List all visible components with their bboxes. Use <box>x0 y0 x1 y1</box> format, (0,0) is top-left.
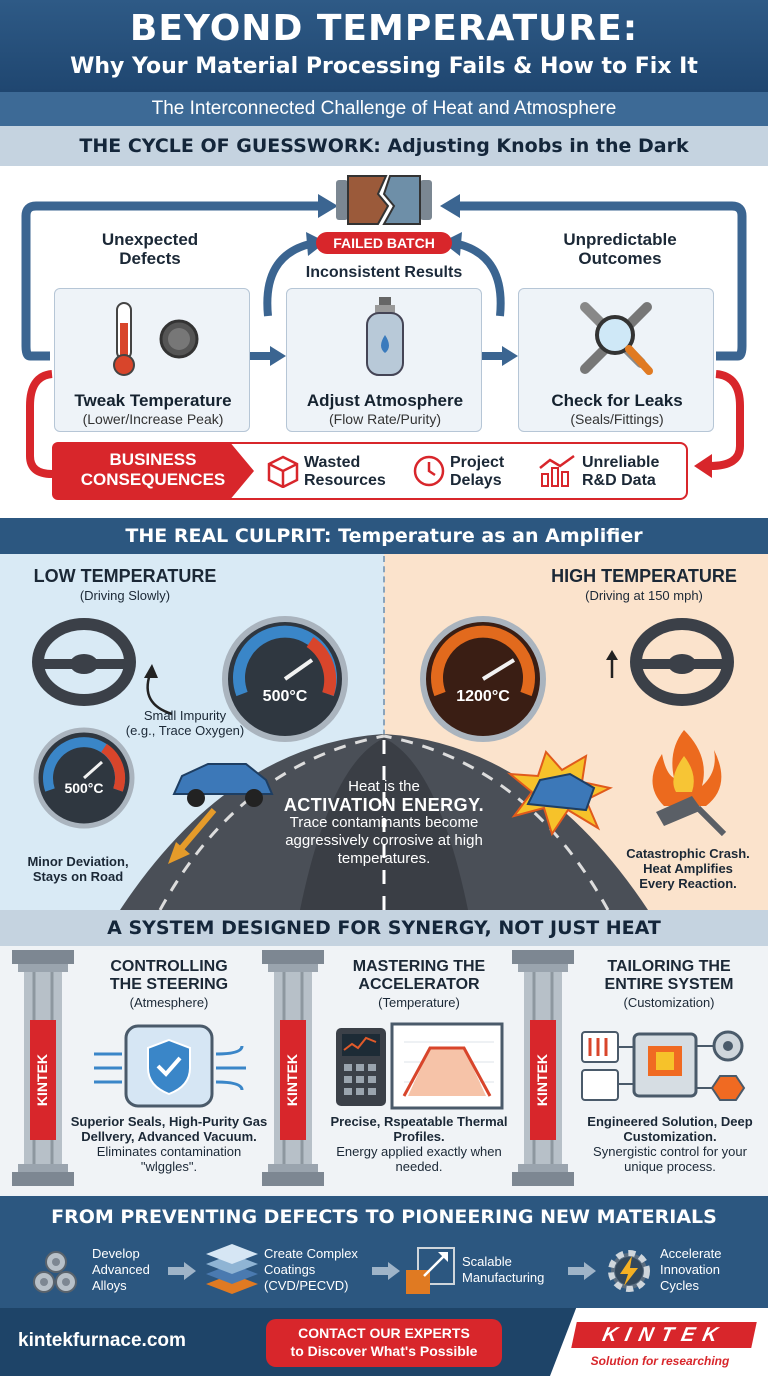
cycle-heading: THE CYCLE OF GUESSWORK: Adjusting Knobs … <box>0 126 768 166</box>
modular-system-icon <box>581 1030 746 1101</box>
page-header: BEYOND TEMPERATURE: Why Your Material Pr… <box>0 0 768 92</box>
step-innovation: Accelerate Innovation Cycles <box>660 1246 722 1293</box>
step-manufacturing: Scalable Manufacturing <box>462 1254 545 1285</box>
card-title: Check for Leaks <box>551 391 683 410</box>
minor-deviation-label: Minor Deviation, Stays on Road <box>27 854 129 884</box>
car-on-road-icon <box>172 763 274 807</box>
brand-tagline: Solution for researching <box>590 1354 730 1368</box>
catastrophic-crash-label: Catastrophic Crash. Heat Amplifies Every… <box>626 846 750 891</box>
broken-sample-icon <box>336 175 432 225</box>
pillar-2-desc: Energy applied exactly when needed. <box>336 1144 502 1174</box>
card-check-leaks: Check for Leaks (Seals/Fittings) <box>518 288 714 432</box>
pedal-flame-icon <box>652 730 727 836</box>
contact-experts-button[interactable]: CONTACT OUR EXPERTS to Discover What's P… <box>266 1319 502 1367</box>
pillar-2-paren: (Temperature) <box>378 995 460 1010</box>
unreliable-data: Unreliable R&D Data <box>582 454 660 489</box>
high-temp-title: HIGH TEMPERATURE <box>551 566 737 586</box>
pillar-2: KINTEK <box>262 950 324 1186</box>
gauge-500-small-icon <box>33 727 135 829</box>
card-sub: (Flow Rate/Purity) <box>328 411 442 427</box>
cycle-arrows <box>21 194 747 478</box>
card-sub: (Lower/Increase Peak) <box>82 411 224 427</box>
wrench-magnifier-icon <box>580 302 653 375</box>
svg-text:KINTEK: KINTEK <box>34 1054 50 1106</box>
wasted-resources: Wasted Resources <box>304 454 386 489</box>
kintek-logo: KINTEK <box>571 1322 757 1348</box>
high-temp-sub: (Driving at 150 mph) <box>585 588 703 603</box>
activation-energy-text: Heat is the ACTIVATION ENERGY. Trace con… <box>283 778 485 867</box>
arrow-right-icon <box>568 1262 596 1280</box>
controller-profile-icon <box>336 1022 504 1110</box>
card-title: Adjust Atmosphere <box>306 391 464 410</box>
alloy-rods-icon <box>33 1251 77 1293</box>
page-title: BEYOND TEMPERATURE: <box>129 8 639 49</box>
gauge-1200-label: 1200°C <box>456 688 510 705</box>
banner: The Interconnected Challenge of Heat and… <box>0 92 768 126</box>
pillar-1-desc-bold: Superior Seals, High-Purity Gas Dellvery… <box>70 1114 268 1144</box>
website-link[interactable]: kintekfurnace.com <box>18 1330 186 1351</box>
steering-wheel-high-icon <box>630 618 734 706</box>
shield-airflow-icon <box>94 1024 246 1108</box>
layered-coatings-icon <box>206 1244 258 1294</box>
gas-cylinder-icon <box>366 297 404 376</box>
pillar-3-desc: Synergistic control for your unique proc… <box>593 1144 747 1174</box>
gauge-500-small-label: 500°C <box>64 780 104 796</box>
pillar-1-title: CONTROLLING THE STEERING <box>109 958 229 993</box>
low-temp-title: LOW TEMPERATURE <box>33 566 217 586</box>
arrow-right-icon <box>168 1262 196 1280</box>
pillar-2-desc-bold: Precise, Rspeatable Thermal Profiles. <box>330 1114 508 1144</box>
thermometer-icon <box>113 302 199 376</box>
pillar-3-paren: (Customization) <box>623 995 715 1010</box>
pillar-3-desc-bold: Engineered Solution, Deep Customization. <box>587 1114 753 1144</box>
divider <box>383 556 385 756</box>
box-icon <box>267 455 299 488</box>
card-tweak-temperature: Tweak Temperature (Lower/Increase Peak) <box>54 288 250 432</box>
gear-lightning-icon <box>608 1250 650 1292</box>
gauge-500-large-icon <box>222 616 348 742</box>
page-subtitle: Why Your Material Processing Fails & How… <box>70 54 698 79</box>
card-adjust-atmosphere: Adjust Atmosphere (Flow Rate/Purity) <box>286 288 482 432</box>
pioneer-heading: FROM PREVENTING DEFECTS TO PIONEERING NE… <box>51 1206 717 1228</box>
gauge-500-large-label: 500°C <box>262 688 308 705</box>
card-title: Tweak Temperature <box>74 391 232 410</box>
pillar-3-title: TAILORING THE ENTIRE SYSTEM <box>604 958 734 993</box>
pillar-3: KINTEK <box>512 950 574 1186</box>
pillar-2-title: MASTERING THE ACCELERATOR <box>352 958 486 993</box>
clock-icon <box>413 455 445 487</box>
pillar-1-desc: Eliminates contamination "wlggles". <box>96 1144 242 1174</box>
chart-icon <box>539 454 575 487</box>
svg-text:KINTEK: KINTEK <box>284 1054 300 1106</box>
arrow-right-icon <box>372 1262 400 1280</box>
svg-text:KINTEK: KINTEK <box>534 1054 550 1106</box>
card-sub: (Seals/Fittings) <box>570 411 664 427</box>
unexpected-defects-label: Unexpected Defects <box>101 230 199 268</box>
scale-up-icon <box>406 1247 455 1294</box>
low-temp-sub: (Driving Slowly) <box>79 588 171 603</box>
up-arrow-icon <box>606 650 618 678</box>
pillar-1-paren: (Atmesphere) <box>129 995 209 1010</box>
unpredictable-outcomes-label: Unpredictable Outcomes <box>563 230 677 268</box>
steering-wheel-low-icon <box>32 618 136 706</box>
failed-batch-badge: FAILED BATCH <box>316 232 452 254</box>
pioneer-section <box>0 1196 768 1308</box>
system-heading: A SYSTEM DESIGNED FOR SYNERGY, NOT JUST … <box>0 910 768 946</box>
gauge-1200-icon <box>420 616 546 742</box>
project-delays: Project Delays <box>450 454 505 489</box>
pillar-1: KINTEK <box>12 950 74 1186</box>
business-consequences-label: BUSINESS CONSEQUENCES <box>52 442 254 500</box>
step-alloys: Develop Advanced Alloys <box>92 1246 150 1293</box>
impurity-label: Small Impurity (e.g., Trace Oxygen) <box>125 708 245 738</box>
crashed-car-icon <box>506 750 613 837</box>
culprit-heading: THE REAL CULPRIT: Temperature as an Ampl… <box>0 518 768 554</box>
step-coatings: Create Complex Coatings (CVD/PECVD) <box>264 1246 358 1293</box>
inconsistent-results-label: Inconsistent Results <box>305 264 463 281</box>
